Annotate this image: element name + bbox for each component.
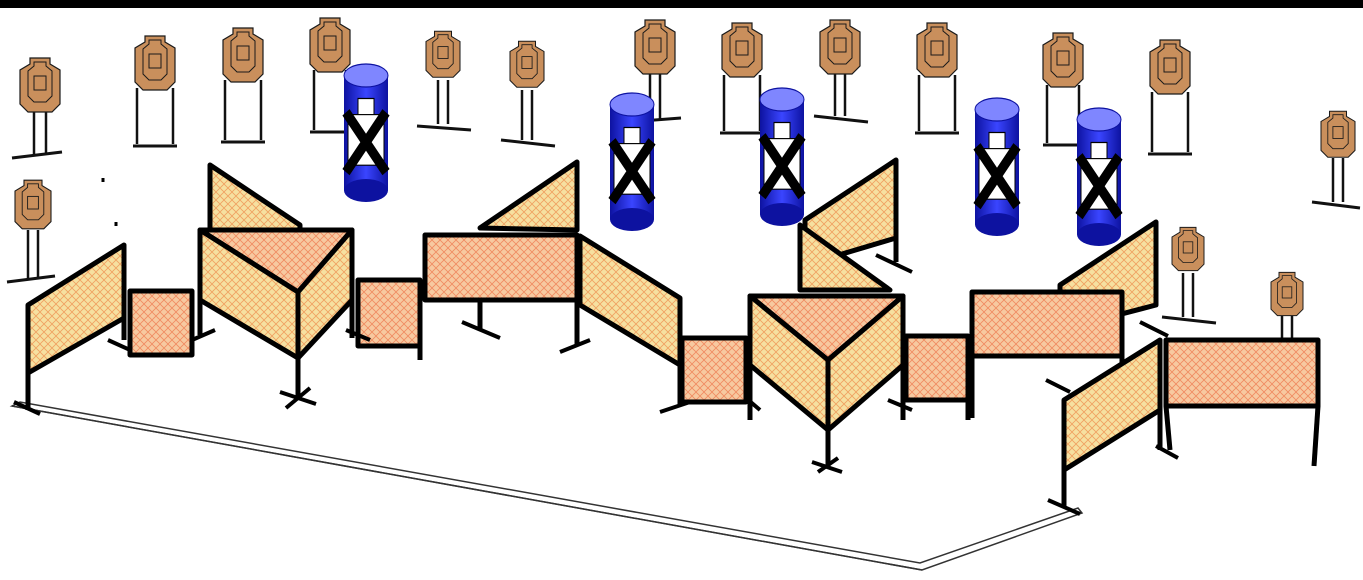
barricade-triangle	[197, 162, 355, 410]
no-shoot-barrel	[1077, 108, 1121, 246]
target	[1311, 110, 1361, 210]
marker-ticks	[101, 178, 118, 226]
barricade-triangle	[747, 222, 906, 474]
barricade-wall	[577, 233, 691, 414]
target	[221, 27, 265, 144]
barricades	[13, 157, 1321, 516]
fault-line	[9, 401, 1084, 571]
barricade-box	[1155, 337, 1321, 467]
target	[1148, 39, 1192, 156]
target	[133, 35, 177, 148]
no-shoot-barrel	[344, 64, 388, 202]
barricade-box	[969, 289, 1125, 418]
barricade-wall	[1047, 337, 1163, 516]
barricade-box	[345, 277, 423, 360]
barricade-wall	[13, 242, 127, 416]
target	[500, 40, 556, 148]
barricade-box	[107, 288, 216, 358]
target	[416, 30, 472, 132]
target	[1161, 226, 1217, 325]
target	[6, 179, 56, 284]
no-shoot-barrel	[610, 93, 654, 231]
no-shoot-barrel	[975, 98, 1019, 236]
target	[915, 22, 959, 135]
target	[813, 19, 869, 124]
top-border	[0, 0, 1363, 8]
barricade-wall	[477, 159, 580, 233]
no-shoot-barrels	[344, 64, 1121, 246]
barricade-box	[887, 333, 971, 420]
barricade-box	[422, 232, 591, 354]
target	[11, 57, 63, 160]
target	[720, 22, 764, 135]
barricade-box	[679, 335, 762, 412]
no-shoot-barrel	[760, 88, 804, 226]
